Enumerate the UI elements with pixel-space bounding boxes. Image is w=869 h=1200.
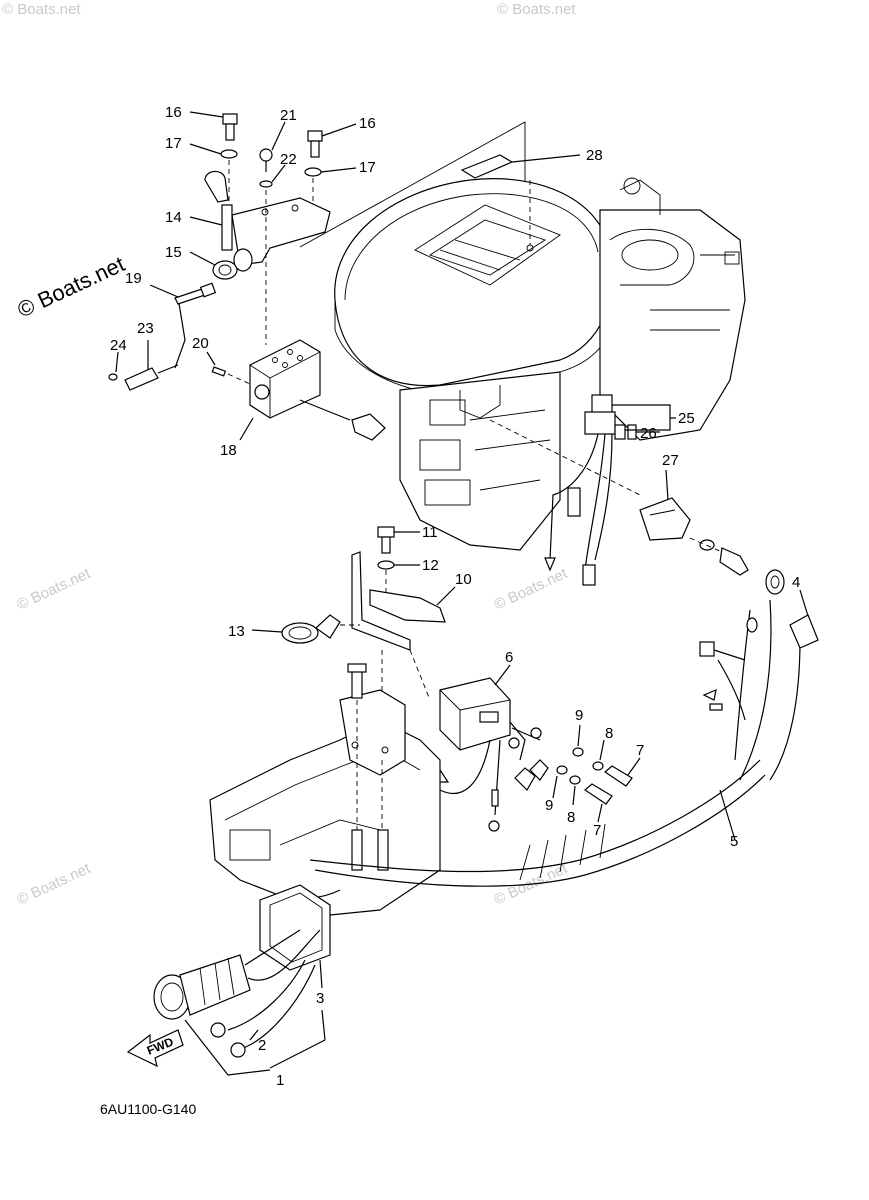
brand-watermark: © Boats.net: [14, 251, 129, 322]
callout-24: 24: [110, 337, 127, 354]
watermark: © Boats.net: [15, 565, 94, 614]
callout-21: 21: [280, 107, 297, 124]
callout-7: 7: [593, 822, 601, 839]
callout-16: 16: [359, 115, 376, 132]
power-switch-assembly: 3 2 1: [153, 884, 331, 1089]
callout-26: 26: [640, 425, 657, 442]
callout-20: 20: [192, 335, 209, 352]
callout-8: 8: [605, 725, 613, 742]
callout-17: 17: [165, 135, 182, 152]
callout-2: 2: [258, 1037, 266, 1054]
callout-3: 3: [316, 990, 324, 1007]
callout-8: 8: [567, 809, 575, 826]
callout-23: 23: [137, 320, 154, 337]
callout-12: 12: [422, 557, 439, 574]
watermark: © Boats.net: [492, 565, 571, 614]
callout-1: 1: [276, 1072, 284, 1089]
switch-assembly: 18 20: [192, 335, 386, 459]
engine-block: [299, 121, 746, 551]
wire-harness: 5 4: [274, 569, 819, 899]
bottom-cowling: [209, 663, 441, 916]
watermark: © Boats.net: [2, 1, 81, 18]
watermark: © Boats.net: [15, 860, 94, 909]
callout-15: 15: [165, 244, 182, 261]
callout-7: 7: [636, 742, 644, 759]
callout-14: 14: [165, 209, 182, 226]
callout-9: 9: [545, 797, 553, 814]
callout-5: 5: [730, 833, 738, 850]
callout-18: 18: [220, 442, 237, 459]
mount-bracket: 11 12 10 13: [228, 524, 472, 730]
coupler-assembly: 25 26: [489, 394, 695, 586]
callout-13: 13: [228, 623, 245, 640]
callout-16: 16: [165, 104, 182, 121]
callout-4: 4: [792, 574, 800, 591]
bracket-assembly: 16 16 17 17 21 22 14: [165, 104, 376, 345]
callout-17: 17: [359, 159, 376, 176]
callout-9: 9: [575, 707, 583, 724]
watermark: © Boats.net: [497, 1, 576, 18]
diagram-code: 6AU1100-G140: [100, 1101, 196, 1117]
callout-6: 6: [505, 649, 513, 666]
callout-10: 10: [455, 571, 472, 588]
callout-28: 28: [586, 147, 603, 164]
callout-27: 27: [662, 452, 679, 469]
part-28-clip: 28: [460, 147, 603, 179]
callout-11: 11: [422, 524, 438, 541]
part-27-holder: 27: [639, 452, 749, 576]
callout-22: 22: [280, 151, 297, 168]
choke-rod: 19 23 24: [108, 270, 217, 391]
forward-direction-arrow: FWD: [126, 1029, 184, 1068]
rectifier-assembly: 6 9 9 8 8 7 7: [430, 649, 644, 839]
callout-19: 19: [125, 270, 142, 287]
callout-25: 25: [678, 410, 695, 427]
